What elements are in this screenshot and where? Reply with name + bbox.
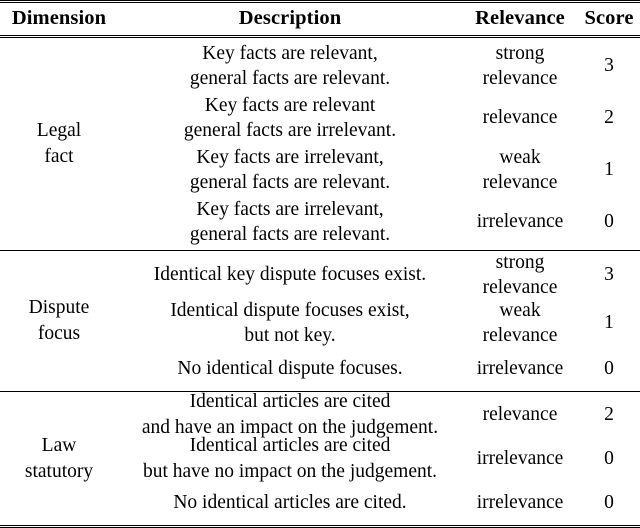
- description-line: No identical articles are cited.: [173, 491, 407, 513]
- relevance-line: irrelevance: [476, 447, 564, 469]
- score-cell: 1: [604, 312, 614, 333]
- description-line: Key facts are relevant,: [202, 42, 378, 64]
- table-row: Key facts are irrelevant, general facts …: [118, 144, 640, 196]
- score-cell: 0: [604, 447, 614, 469]
- relevance-line: relevance: [482, 107, 558, 129]
- description-line: but not key.: [244, 325, 336, 346]
- description-cell: Key facts are relevant general facts are…: [118, 93, 462, 144]
- relevance-line: irrelevance: [476, 358, 564, 380]
- description-line: Identical articles are cited: [189, 391, 391, 413]
- relevance-cell: irrelevance: [462, 356, 578, 381]
- description-line: general facts are relevant.: [189, 172, 391, 193]
- relevance-cell: irrelevance: [462, 209, 578, 234]
- description-cell: Identical articles are cited but have no…: [118, 433, 462, 484]
- column-header-relevance: Relevance: [462, 0, 578, 38]
- description-line: general facts are relevant.: [189, 224, 391, 245]
- dimension-label-line: Dispute: [28, 297, 90, 319]
- dimension-label-line: Law: [41, 434, 77, 456]
- relevance-line: relevance: [482, 403, 558, 425]
- relevance-cell: strong relevance: [462, 41, 578, 92]
- relevance-cell: irrelevance: [462, 446, 578, 471]
- table-row: Identical articles are cited but have no…: [118, 435, 640, 481]
- description-line: Identical key dispute focuses exist.: [153, 264, 427, 286]
- relevance-cell: relevance: [462, 105, 578, 130]
- table-row: Key facts are irrelevant, general facts …: [118, 196, 640, 248]
- score-cell: 0: [604, 211, 614, 232]
- dimension-cell-law-statutory: Law statutory: [0, 391, 118, 527]
- score-cell: 2: [604, 403, 614, 425]
- description-line: Identical articles are cited: [189, 435, 391, 457]
- description-line: and have an impact on the judgement.: [141, 416, 439, 438]
- section-body-law-statutory: Identical articles are cited and have an…: [118, 391, 640, 527]
- dimension-cell-legal-fact: Legal fact: [0, 37, 118, 251]
- section-body-legal-fact: Key facts are relevant, general facts ar…: [118, 37, 640, 251]
- column-header-description: Description: [118, 0, 462, 38]
- relevance-line: relevance: [482, 277, 558, 298]
- description-cell: Key facts are irrelevant, general facts …: [118, 145, 462, 196]
- table-row: Key facts are relevant, general facts ar…: [118, 40, 640, 92]
- table-row: Identical articles are cited and have an…: [118, 391, 640, 437]
- description-line: No identical dispute focuses.: [177, 358, 403, 380]
- relevance-cell: relevance: [462, 402, 578, 427]
- table-row: No identical articles are cited. irrelev…: [118, 481, 640, 525]
- relevance-line: weak: [499, 146, 541, 168]
- description-cell: Identical key dispute focuses exist.: [118, 262, 462, 287]
- score-cell: 2: [604, 107, 614, 128]
- table-row: Key facts are relevant general facts are…: [118, 92, 640, 144]
- table-section-law-statutory: Law statutory Identical articles are cit…: [0, 391, 640, 527]
- score-cell: 0: [604, 491, 614, 513]
- relevance-cell: weak relevance: [462, 145, 578, 196]
- description-line: Key facts are irrelevant,: [196, 198, 384, 220]
- column-header-dimension: Dimension: [0, 0, 118, 38]
- dimension-label-line: statutory: [24, 460, 94, 482]
- dimension-label-line: fact: [44, 146, 74, 167]
- description-cell: Identical articles are cited and have an…: [118, 389, 462, 440]
- relevance-line: relevance: [482, 325, 558, 346]
- relevance-cell: irrelevance: [462, 490, 578, 515]
- description-cell: Key facts are irrelevant, general facts …: [118, 197, 462, 248]
- dimension-cell-dispute-focus: Dispute focus: [0, 250, 118, 392]
- description-line: but have no impact on the judgement.: [142, 460, 438, 482]
- score-cell: 0: [604, 358, 614, 379]
- description-cell: No identical articles are cited.: [118, 490, 462, 515]
- score-cell: 3: [604, 55, 614, 76]
- description-cell: Identical dispute focuses exist, but not…: [118, 298, 462, 349]
- relevance-cell: weak relevance: [462, 298, 578, 349]
- relevance-line: relevance: [482, 68, 558, 89]
- table-section-legal-fact: Legal fact Key facts are relevant, gener…: [0, 37, 640, 251]
- relevance-line: weak: [499, 299, 541, 321]
- table-row: Identical dispute focuses exist, but not…: [118, 299, 640, 347]
- column-header-score: Score: [578, 0, 640, 38]
- table-section-dispute-focus: Dispute focus Identical key dispute focu…: [0, 250, 640, 392]
- table-row: Identical key dispute focuses exist. str…: [118, 251, 640, 299]
- dimension-label-line: focus: [37, 323, 81, 344]
- table-row: No identical dispute focuses. irrelevanc…: [118, 347, 640, 391]
- description-line: general facts are irrelevant.: [183, 120, 397, 141]
- description-line: Key facts are irrelevant,: [196, 146, 384, 168]
- description-line: general facts are relevant.: [189, 68, 391, 89]
- table-header: Dimension Description Relevance Score: [0, 0, 640, 38]
- relevance-cell: strong relevance: [462, 250, 578, 301]
- description-line: Identical dispute focuses exist,: [170, 299, 410, 321]
- description-line: Key facts are relevant: [204, 94, 376, 116]
- section-body-dispute-focus: Identical key dispute focuses exist. str…: [118, 250, 640, 392]
- relevance-line: irrelevance: [476, 211, 564, 233]
- score-cell: 3: [604, 264, 614, 285]
- table-header-row: Dimension Description Relevance Score: [0, 0, 640, 38]
- relevance-line: relevance: [482, 172, 558, 193]
- relevance-line: strong: [495, 251, 545, 273]
- dimension-label-line: Legal: [36, 120, 82, 142]
- description-cell: No identical dispute focuses.: [118, 356, 462, 381]
- table-body: Legal fact Key facts are relevant, gener…: [0, 37, 640, 527]
- description-cell: Key facts are relevant, general facts ar…: [118, 41, 462, 92]
- relevance-line: strong: [495, 42, 545, 64]
- score-cell: 1: [604, 159, 614, 180]
- relevance-line: irrelevance: [476, 491, 564, 513]
